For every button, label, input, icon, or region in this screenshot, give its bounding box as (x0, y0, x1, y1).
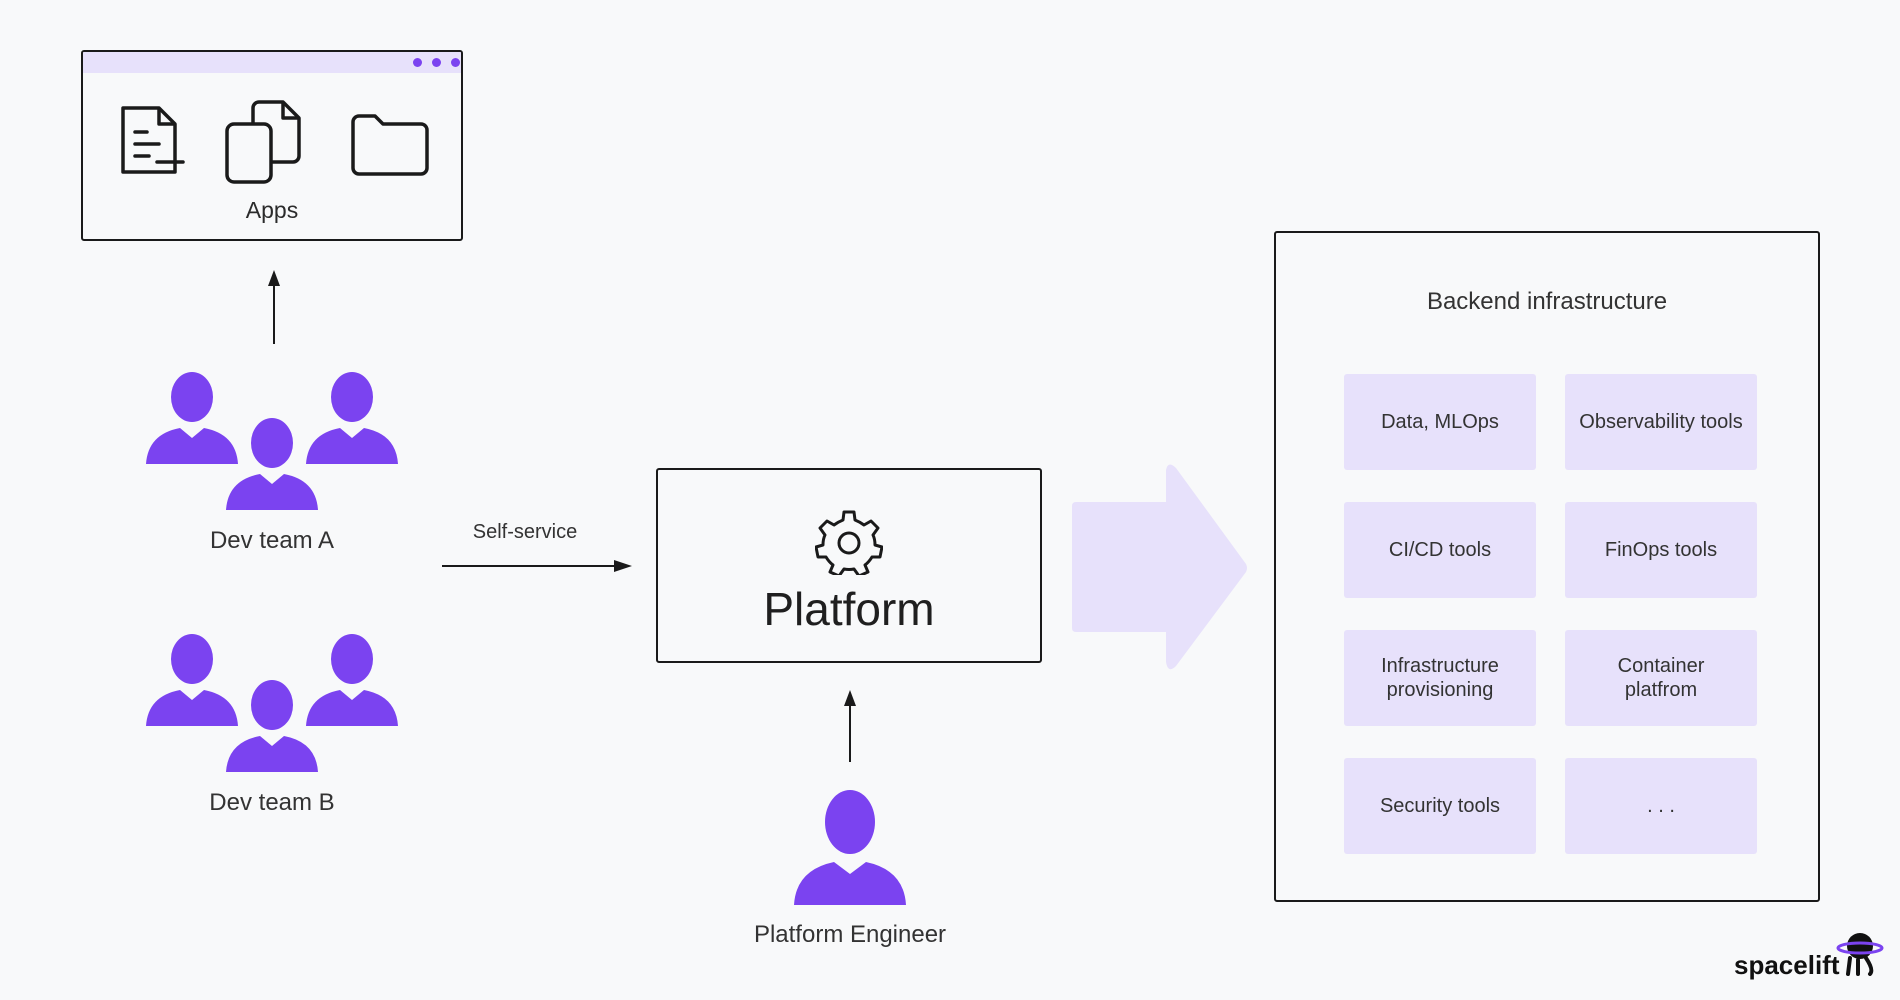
tile-security: Security tools (1344, 758, 1536, 854)
window-titlebar (83, 52, 461, 73)
tile-observability: Observability tools (1565, 374, 1757, 470)
window-dot-icon (432, 58, 441, 67)
window-dot-icon (413, 58, 422, 67)
platform-engineer-person-icon (794, 790, 906, 905)
backend-title: Backend infrastructure (1426, 288, 1668, 315)
arrow-up-icon (844, 690, 856, 762)
document-icon (121, 106, 185, 174)
brand-logo: spacelift (1734, 950, 1840, 981)
dev-team-b-people-icon (146, 634, 398, 772)
tile-container-platform: Container platfrom (1565, 630, 1757, 726)
backend-infrastructure-box: Backend infrastructure Data, MLOps Obser… (1274, 231, 1820, 902)
tile-more: . . . (1565, 758, 1757, 854)
gear-icon (815, 510, 883, 575)
dev-team-b-label: Dev team B (209, 789, 335, 816)
copy-files-icon (225, 100, 301, 184)
window-dot-icon (451, 58, 460, 67)
dev-team-a-label: Dev team A (209, 527, 335, 554)
big-arrow-right-icon (1072, 464, 1247, 670)
astronaut-logo-icon (1836, 933, 1884, 976)
folder-icon (351, 114, 429, 176)
tile-cicd: CI/CD tools (1344, 502, 1536, 598)
platform-engineer-label: Platform Engineer (753, 921, 947, 948)
arrow-up-icon (268, 270, 280, 344)
brand-name: spacelift (1734, 950, 1840, 980)
arrow-right-icon (442, 560, 632, 572)
self-service-label: Self-service (472, 521, 578, 543)
tile-finops: FinOps tools (1565, 502, 1757, 598)
apps-window: Apps (81, 50, 463, 241)
platform-box: Platform (656, 468, 1042, 663)
apps-label: Apps (245, 197, 299, 223)
tile-data-mlops: Data, MLOps (1344, 374, 1536, 470)
dev-team-a-people-icon (146, 372, 398, 510)
platform-title: Platform (763, 583, 935, 635)
tile-infrastructure-provisioning: Infrastructure provisioning (1344, 630, 1536, 726)
